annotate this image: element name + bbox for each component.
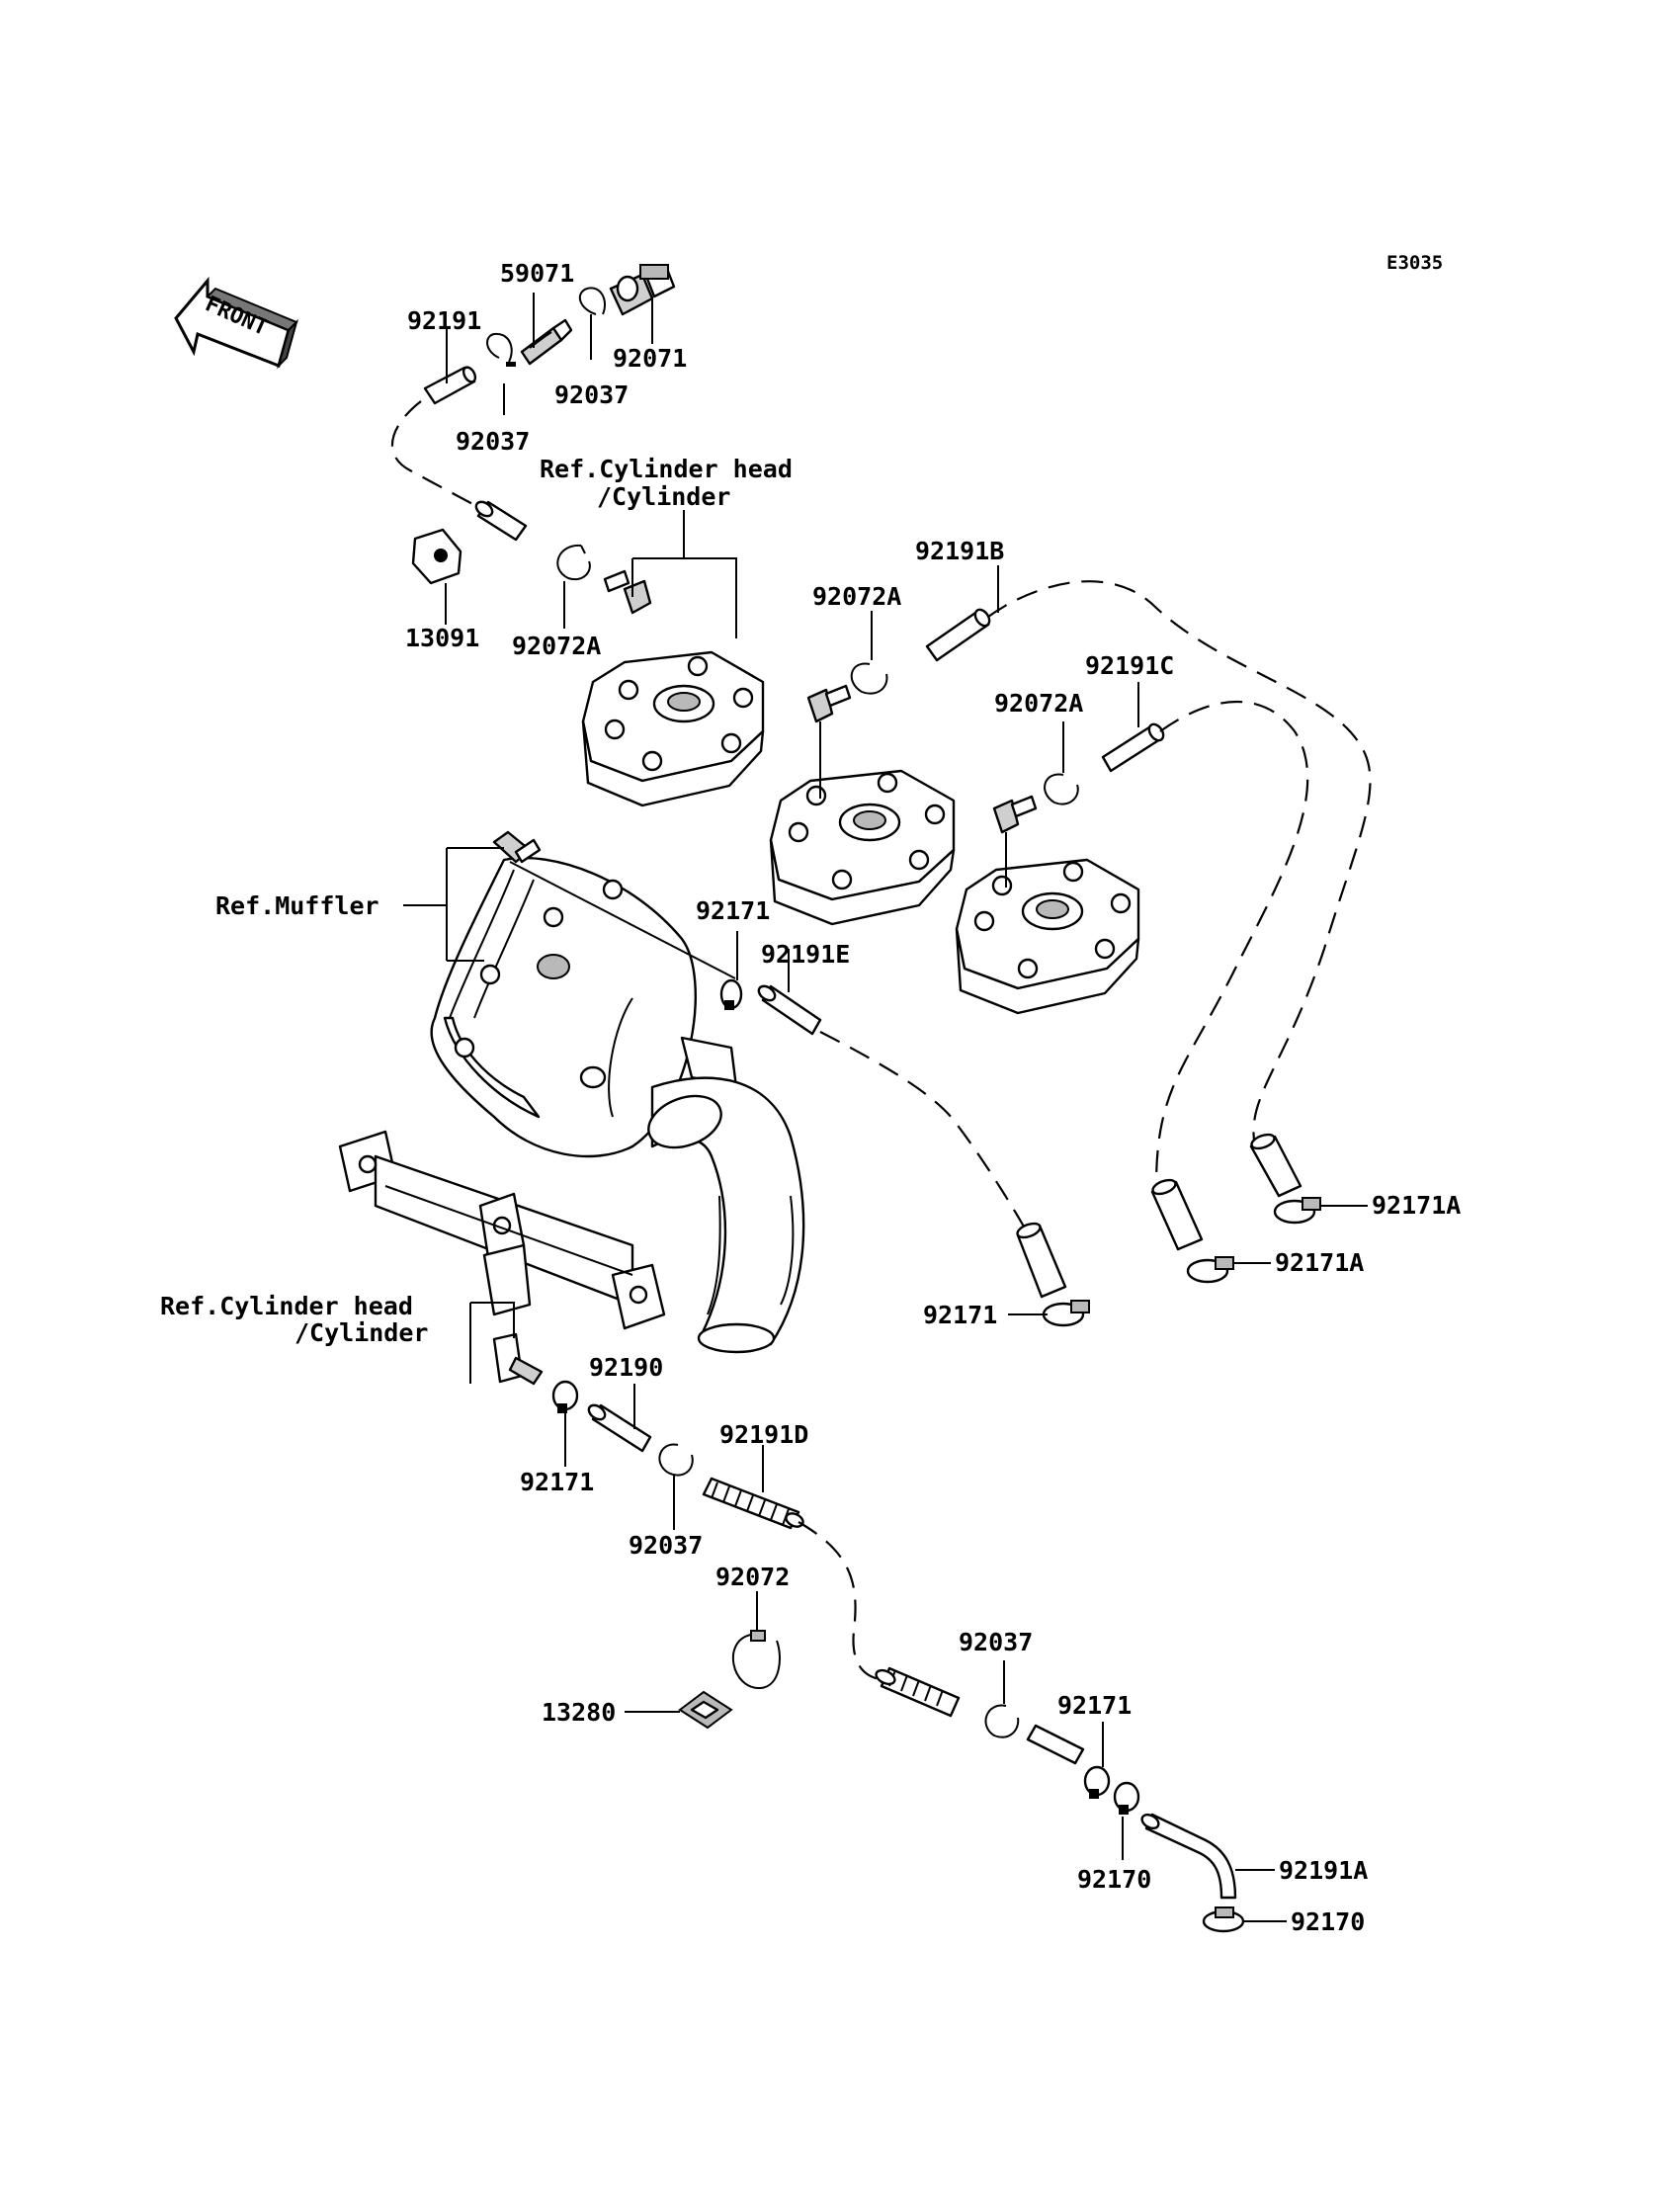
label-92037-c: 92037 <box>629 1531 703 1560</box>
leader-muffler-fitting <box>509 861 736 979</box>
label-13091: 13091 <box>405 624 479 652</box>
label-92191C: 92191C <box>1085 651 1174 680</box>
label-92072A-c: 92072A <box>994 689 1083 718</box>
label-92072A-a: 92072A <box>512 632 601 660</box>
label-13280: 13280 <box>542 1698 616 1727</box>
hose-92191-top-lower <box>474 500 528 542</box>
pad-13280 <box>678 1690 733 1730</box>
label-92171-d: 92171 <box>1057 1691 1132 1720</box>
label-59071: 59071 <box>500 259 574 288</box>
bracket-cyl-head-top <box>631 510 737 638</box>
ref-cyl-head-bottom-2: /Cylinder <box>294 1318 428 1347</box>
label-92072: 92072 <box>715 1563 790 1591</box>
clamp-92171-b <box>1042 1300 1090 1327</box>
cylinder-head-2 <box>769 769 956 926</box>
hose-92191-top <box>423 366 477 405</box>
cylinder-head-1 <box>581 650 765 807</box>
clamp-92170-a <box>1113 1781 1140 1815</box>
cylinder-head-3 <box>955 858 1140 1015</box>
label-92191D: 92191D <box>719 1420 808 1449</box>
clamp-92170-b <box>1202 1906 1245 1933</box>
ref-cyl-head-top-2: /Cylinder <box>597 482 730 511</box>
exhaust-manifold <box>338 1130 666 1330</box>
hose-92191B <box>925 608 991 662</box>
tie-92072 <box>732 1630 781 1690</box>
clamp-92037-d <box>984 1704 1020 1738</box>
route-92191D <box>798 1521 890 1682</box>
hose-92191D <box>702 1477 804 1530</box>
hose-92191B-lower <box>1249 1133 1302 1198</box>
nipple-head-1 <box>603 569 652 615</box>
nipple-head-3 <box>992 795 1038 888</box>
hose-92191C-lower <box>1150 1178 1204 1251</box>
label-92037-b: 92037 <box>554 381 629 409</box>
hose-92191A <box>1140 1813 1237 1900</box>
hose-92191E-lower <box>1016 1222 1067 1299</box>
ref-cyl-head-top-1: Ref.Cylinder head <box>540 455 793 483</box>
hose-92191D-lower <box>875 1666 961 1718</box>
clamp-92037-a <box>486 332 516 367</box>
exhaust-elbow <box>647 1076 805 1354</box>
diagram-code: E3035 <box>1386 252 1443 274</box>
label-92191B: 92191B <box>915 537 1004 565</box>
label-92171A-a: 92171A <box>1372 1191 1461 1220</box>
front-arrow-icon: FRONT <box>174 276 298 370</box>
label-92171-b: 92171 <box>923 1301 997 1329</box>
rubber-13091 <box>411 528 462 585</box>
bracket-muffler <box>403 847 504 962</box>
label-92170-b: 92170 <box>1291 1907 1365 1936</box>
clamp-92171A-b <box>1186 1256 1234 1284</box>
muffler <box>430 856 738 1158</box>
manifold-fitting <box>492 1332 544 1386</box>
route-92191C <box>1154 701 1309 1187</box>
label-92170-a: 92170 <box>1077 1865 1151 1894</box>
label-92191A: 92191A <box>1279 1856 1368 1885</box>
clamp-92171-d <box>1083 1765 1111 1799</box>
clamp-92072A-a <box>556 544 591 581</box>
hose-92191C <box>1101 722 1165 773</box>
label-92037-d: 92037 <box>959 1628 1033 1656</box>
clamp-92037-c <box>658 1443 694 1477</box>
clamp-92171-a <box>719 978 743 1010</box>
muffler-fitting <box>492 830 542 864</box>
label-92191E: 92191E <box>761 940 850 969</box>
route-92191E <box>819 1031 1029 1234</box>
label-92171-c: 92171 <box>520 1468 594 1496</box>
fitting-59071 <box>520 318 573 366</box>
ref-cyl-head-bottom-1: Ref.Cylinder head <box>160 1292 413 1320</box>
hose-92190 <box>587 1403 652 1453</box>
hose-short <box>1026 1724 1085 1765</box>
route-92191B <box>987 580 1372 1147</box>
label-92037-a: 92037 <box>456 427 530 456</box>
label-92072A-b: 92072A <box>812 582 901 611</box>
label-92191-top: 92191 <box>407 306 481 335</box>
valve-92071 <box>609 264 676 316</box>
label-92071: 92071 <box>613 344 687 373</box>
label-92171A-b: 92171A <box>1275 1248 1364 1277</box>
bracket-cyl-head-bottom <box>469 1302 515 1384</box>
route-92191-top <box>391 400 477 507</box>
ref-muffler: Ref.Muffler <box>215 891 379 920</box>
label-92171-a: 92171 <box>696 896 770 925</box>
clamp-92171-c <box>551 1380 579 1413</box>
nipple-head-2 <box>806 684 852 799</box>
clamp-92072A-b <box>850 662 888 695</box>
hose-92191E <box>757 984 822 1036</box>
clamp-92037-b <box>578 287 606 315</box>
clamp-92072A-c <box>1044 773 1079 805</box>
label-92190: 92190 <box>589 1353 663 1382</box>
clamp-92171A-a <box>1273 1197 1321 1225</box>
